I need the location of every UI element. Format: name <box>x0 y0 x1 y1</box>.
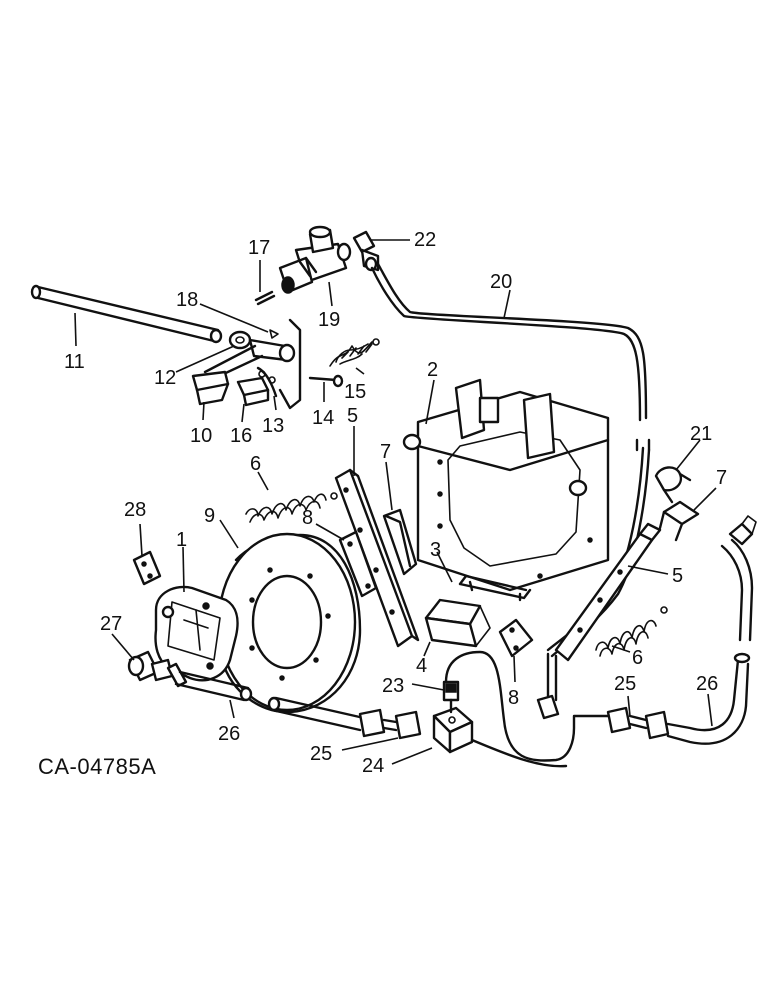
part-23-fitting <box>442 680 460 714</box>
part-7-left-bracket <box>382 508 418 576</box>
callout-23: 23 <box>382 675 404 697</box>
callout-8-right: 8 <box>508 687 519 709</box>
figure-code: CA-04785A <box>38 754 156 779</box>
callout-25-left: 25 <box>310 743 332 765</box>
callout-21: 21 <box>690 423 712 445</box>
leader-lines <box>74 239 717 765</box>
callout-5-right: 5 <box>672 565 683 587</box>
callout-26-right: 26 <box>696 673 718 695</box>
callout-12: 12 <box>154 367 176 389</box>
part-15-spring <box>329 338 380 367</box>
part-8-left-link <box>338 530 378 598</box>
callout-1: 1 <box>176 529 187 551</box>
callout-5-left: 5 <box>347 405 358 427</box>
callout-6-lower: 6 <box>632 647 643 669</box>
callout-27: 27 <box>100 613 122 635</box>
part-11-rod <box>30 284 223 344</box>
callout-17: 17 <box>248 237 270 259</box>
part-5-right-arm <box>554 522 662 662</box>
part-10-pedal-pad <box>191 370 230 406</box>
part-9-brake-disc <box>217 532 362 714</box>
part-18-clip <box>269 329 279 339</box>
callout-labels: 1 2 3 4 5 5 6 6 7 7 8 8 9 10 11 12 13 14… <box>64 229 727 777</box>
callout-2: 2 <box>427 359 438 381</box>
part-2-mounting-bracket <box>402 378 610 592</box>
callout-15: 15 <box>344 381 366 403</box>
callout-18: 18 <box>176 289 198 311</box>
part-19-master-cylinder <box>278 225 352 294</box>
callout-20: 20 <box>490 271 512 293</box>
callout-7-right: 7 <box>716 467 727 489</box>
part-26-left-hose <box>166 662 366 732</box>
part-6-upper-spring <box>245 492 338 523</box>
part-27-fitting <box>127 650 174 682</box>
part-14-bolt <box>308 374 344 388</box>
line-nut <box>536 652 560 720</box>
part-7-right-bracket <box>658 500 700 542</box>
part-26-right-hose <box>666 515 757 745</box>
callout-6-upper: 6 <box>250 453 261 475</box>
callout-25-right: 25 <box>614 673 636 695</box>
push-rod <box>278 318 302 410</box>
connecting-line <box>444 650 612 768</box>
callout-4: 4 <box>416 655 427 677</box>
callout-19: 19 <box>318 309 340 331</box>
part-3-clip-bracket <box>458 574 532 602</box>
callout-9: 9 <box>204 505 215 527</box>
callout-10: 10 <box>190 425 212 447</box>
part-1-caliper <box>154 585 239 682</box>
callout-13: 13 <box>262 415 284 437</box>
part-25-right-union <box>606 706 670 740</box>
part-28-plate <box>132 550 162 586</box>
part-16-pedal-arm <box>236 376 270 407</box>
part-17-pin <box>254 290 276 306</box>
callout-7-left: 7 <box>380 441 391 463</box>
callout-24: 24 <box>362 755 384 777</box>
callout-14: 14 <box>312 407 334 429</box>
part-22-elbow <box>352 230 380 272</box>
callout-16: 16 <box>230 425 252 447</box>
callout-26-left: 26 <box>218 723 240 745</box>
part-13-pedal-link <box>256 366 278 398</box>
part-24-tee-block <box>432 706 474 754</box>
part-21-clamp <box>654 466 692 504</box>
part-25-left-union <box>358 708 422 740</box>
callout-22: 22 <box>414 229 436 251</box>
callout-8-left: 8 <box>302 507 313 529</box>
callout-28: 28 <box>124 499 146 521</box>
part-4-angle-bracket <box>424 598 491 648</box>
callout-3: 3 <box>430 539 441 561</box>
part-8-right-link <box>498 618 534 658</box>
callout-11: 11 <box>64 351 85 373</box>
